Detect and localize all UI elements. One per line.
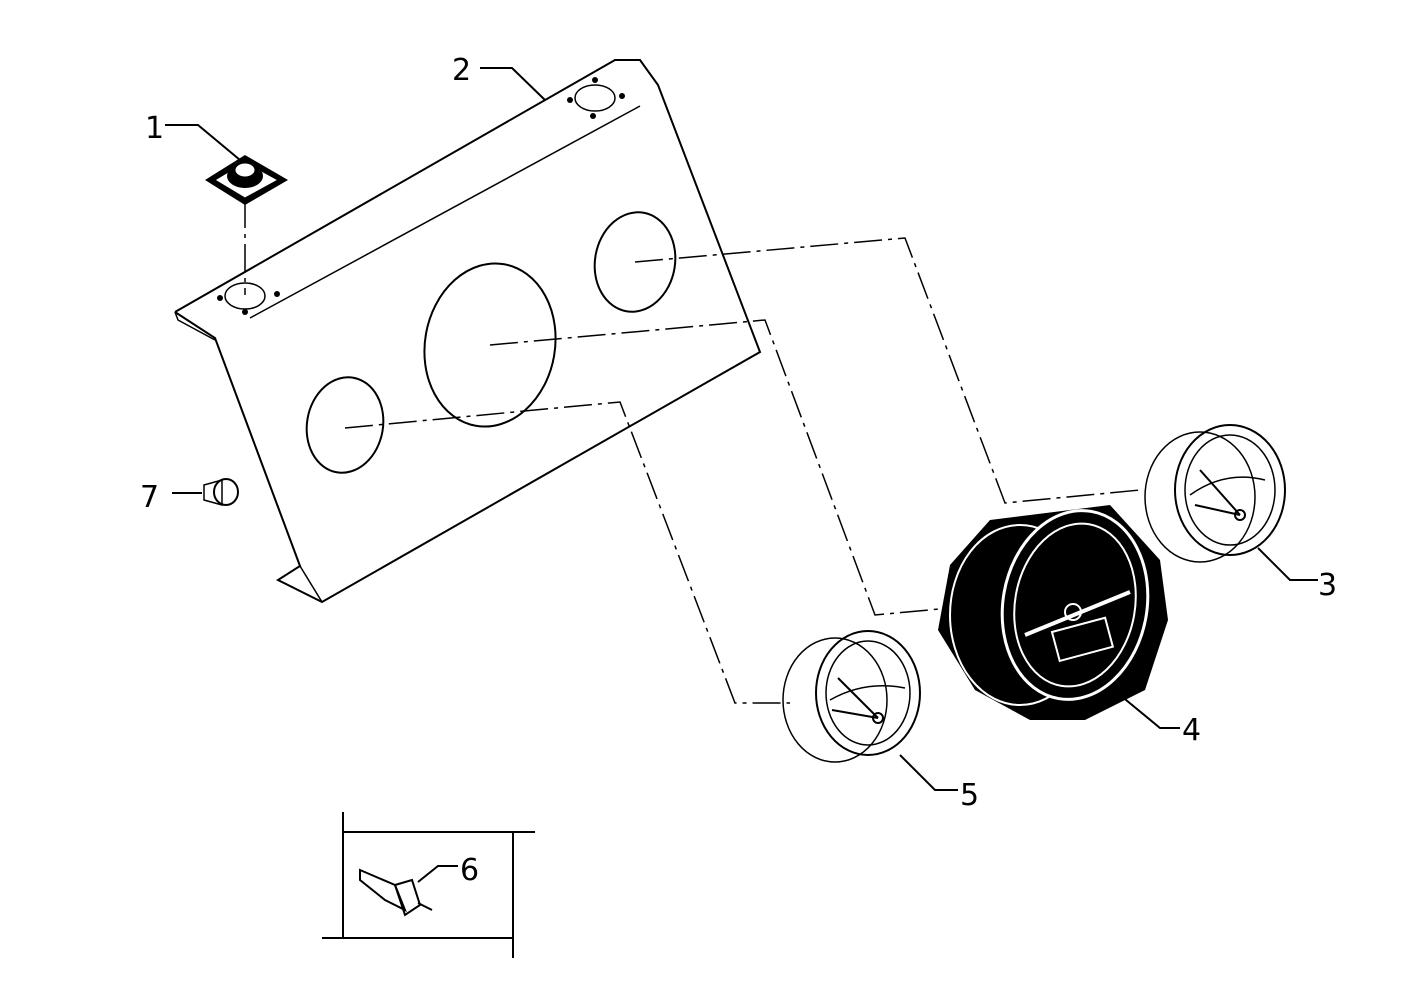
callout-6: 6 [460,853,479,888]
callout-3: 3 [1318,568,1337,603]
sensor-inset-6 [322,812,535,958]
tachometer-gauge-4 [938,505,1168,720]
instrument-panel [174,59,762,604]
callout-1: 1 [145,111,164,146]
gauge-5 [782,630,921,763]
gauge-3 [1144,424,1286,563]
callout-7: 7 [140,480,159,515]
callout-2: 2 [452,53,471,88]
plug-part [203,478,239,506]
grommet-part [205,155,288,205]
callout-5: 5 [960,778,979,813]
callout-4: 4 [1182,713,1201,748]
